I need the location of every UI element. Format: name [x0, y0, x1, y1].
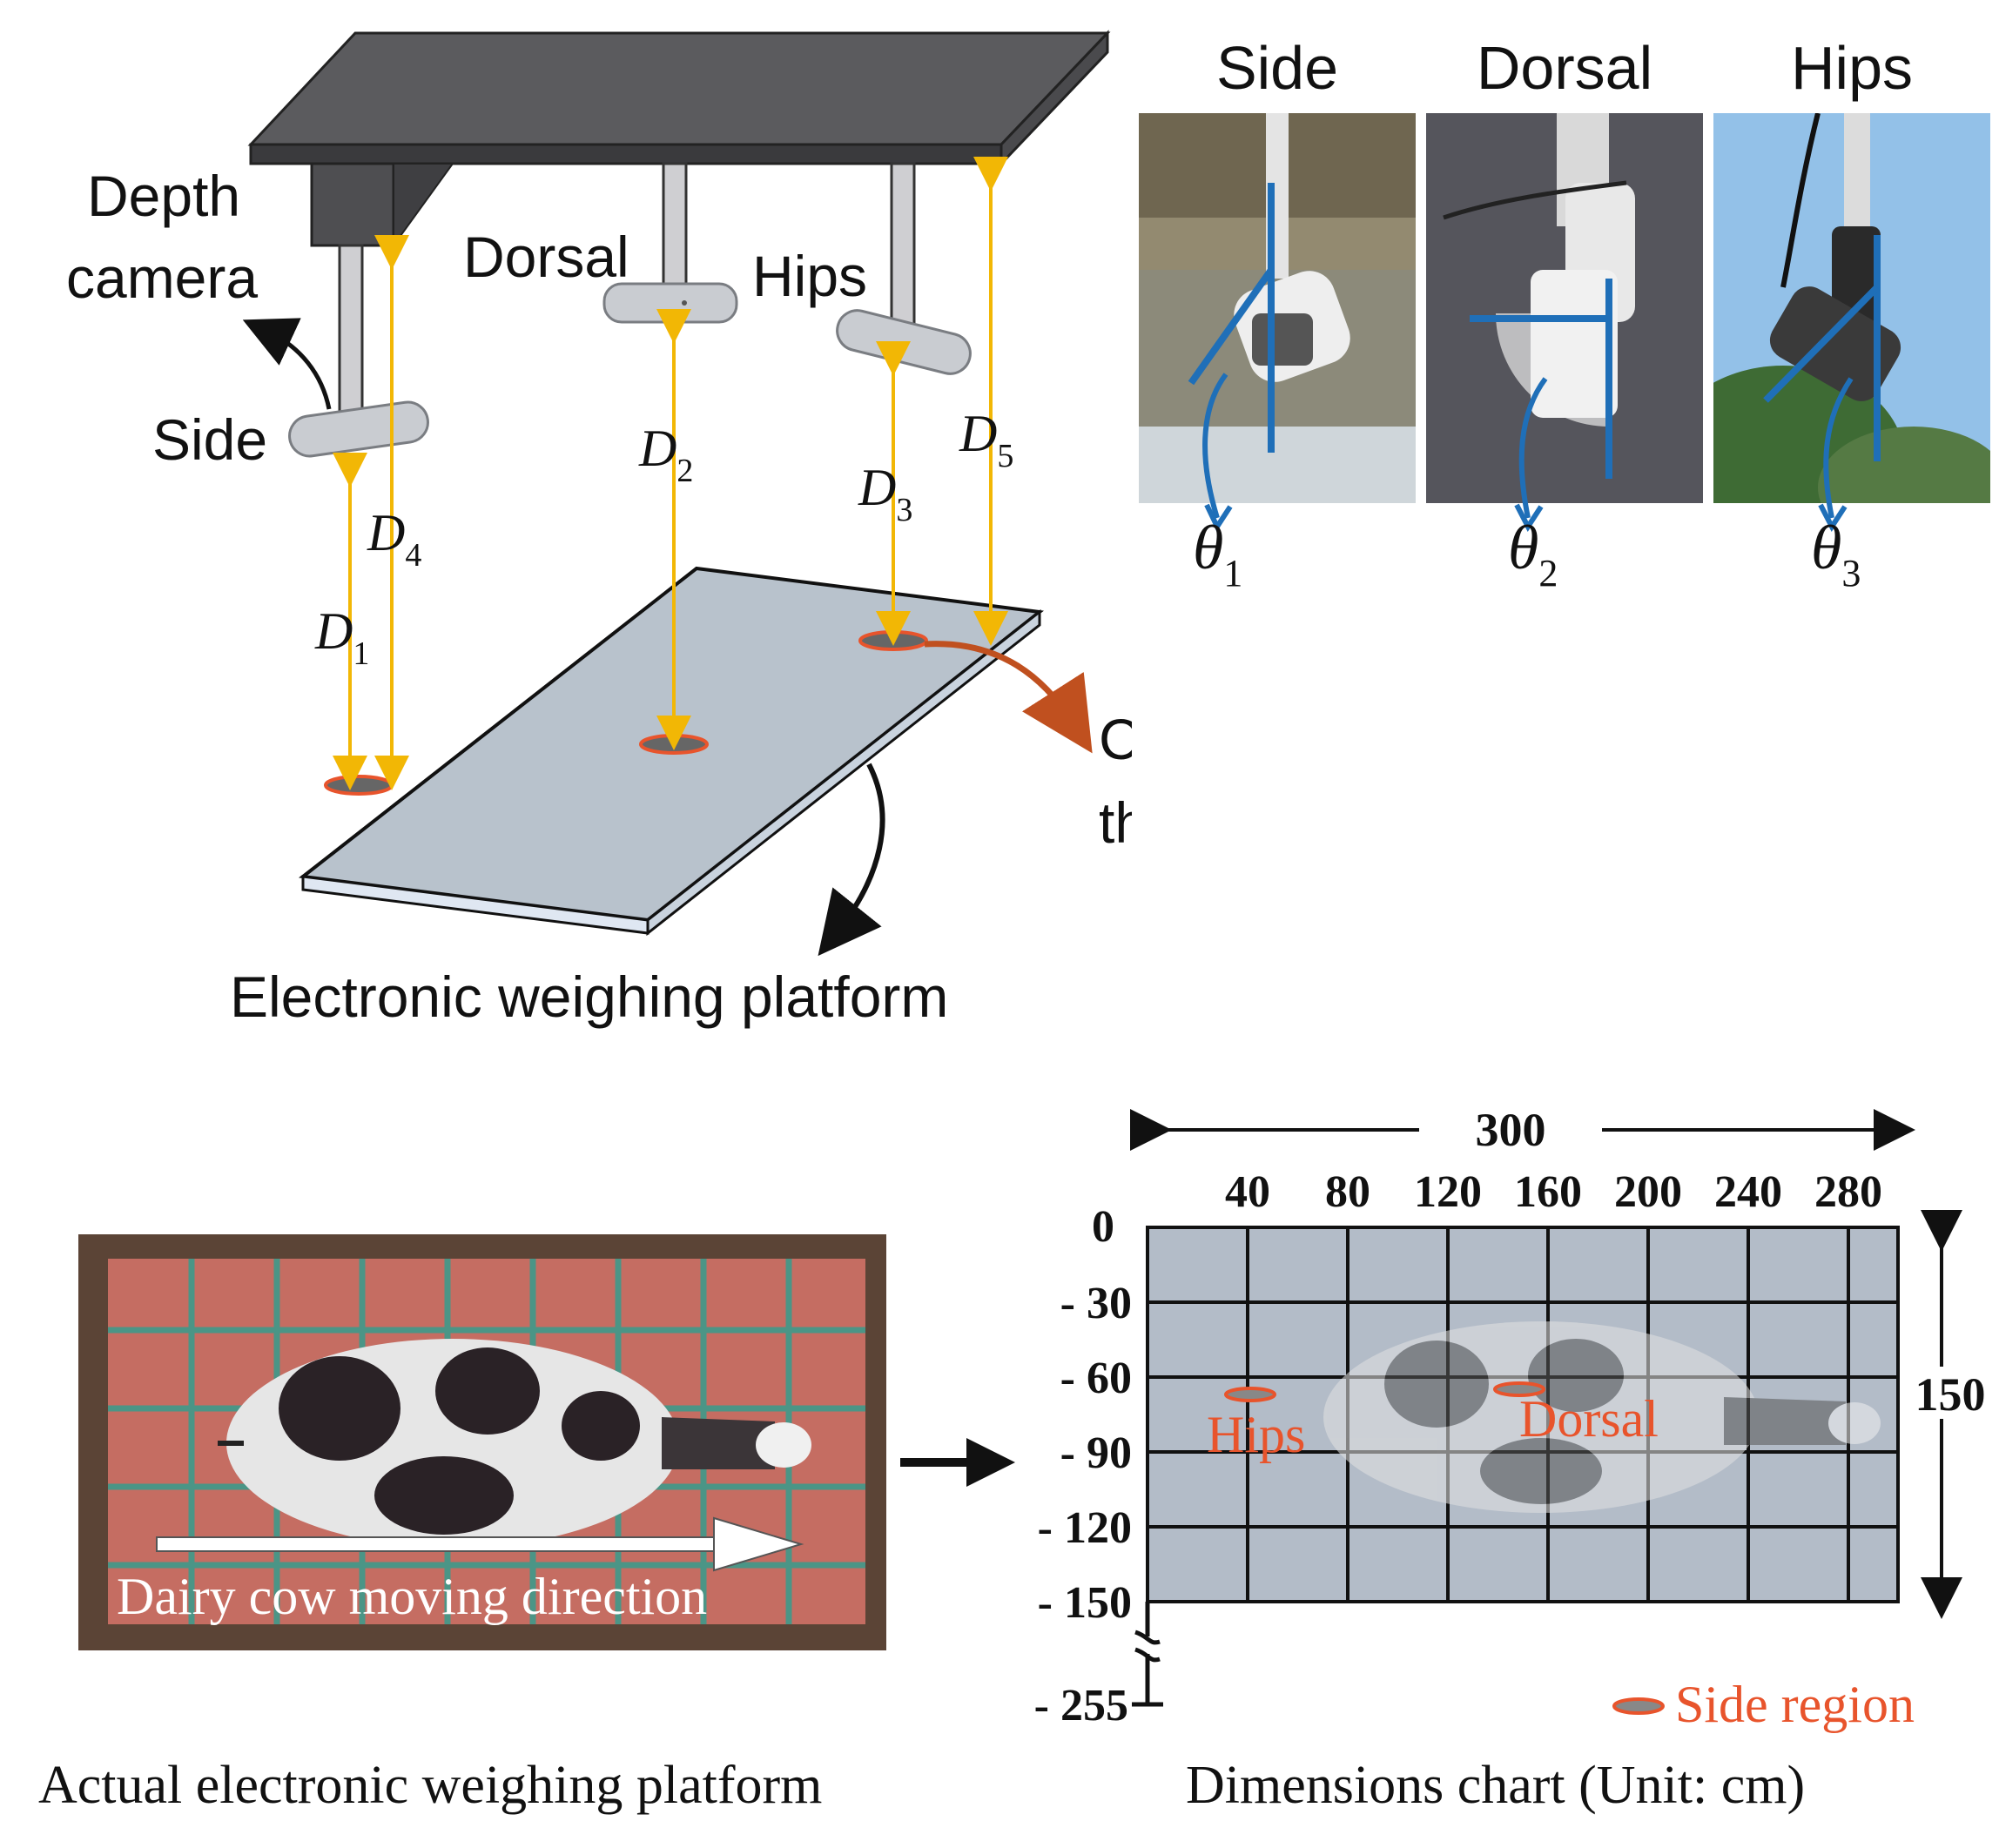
hips-region-marker — [1224, 1387, 1276, 1402]
ground-note-line-2: the ground position — [1099, 790, 1132, 855]
x-tick: 120 — [1414, 1167, 1482, 1217]
ground-note-line-1: Corresponds to — [1099, 707, 1132, 771]
x-tick: 240 — [1714, 1167, 1782, 1217]
x-tick: 80 — [1325, 1167, 1370, 1217]
side-camera-label: Side — [152, 407, 267, 472]
hips-region-label: Hips — [1207, 1406, 1305, 1463]
y-tick: - 60 — [1060, 1354, 1132, 1403]
y-tick-extra: - 255 — [1034, 1681, 1128, 1730]
camera-dorsal — [602, 282, 738, 324]
hips-camera-photo — [1713, 113, 1990, 503]
axis-break — [1132, 1602, 1163, 1707]
cow-top-view — [218, 1339, 811, 1548]
theta2-label: θ2 — [1508, 513, 1558, 595]
d3-label: D3 — [858, 459, 912, 528]
x-tick: 280 — [1814, 1167, 1882, 1217]
d4-label: D4 — [367, 504, 421, 574]
ground-note-arrow — [924, 641, 1093, 754]
x-tick: 40 — [1225, 1167, 1270, 1217]
width-label: 300 — [1476, 1104, 1546, 1156]
dorsal-camera-label: Dorsal — [463, 225, 629, 289]
platform-pointer-arrow — [818, 763, 885, 957]
dorsal-camera-photo — [1426, 113, 1703, 503]
x-tick: 200 — [1614, 1167, 1682, 1217]
theta3-label: θ3 — [1811, 513, 1861, 595]
direction-label: Dairy cow moving direction — [117, 1568, 708, 1625]
transition-arrow — [900, 1438, 1015, 1487]
photo-title-side: Side — [1215, 34, 1339, 102]
x-tick: 160 — [1514, 1167, 1582, 1217]
depth-camera-label-1: Depth — [87, 164, 240, 228]
d2-label: D2 — [638, 420, 693, 489]
theta1-arrow — [1202, 373, 1233, 533]
side-camera-photo — [1139, 113, 1416, 503]
dorsal-region-label: Dorsal — [1519, 1390, 1659, 1448]
dorsal-region-marker — [1493, 1381, 1545, 1397]
theta2-arrow — [1514, 377, 1548, 532]
y-tick: - 120 — [1038, 1503, 1132, 1553]
cow-silhouette — [1323, 1321, 1881, 1513]
photo-title-dorsal: Dorsal — [1476, 34, 1653, 102]
y-tick: - 90 — [1060, 1428, 1132, 1478]
depth-camera-label-2: camera — [66, 245, 258, 310]
distance-arrows — [333, 157, 1008, 790]
legend-swatch — [1612, 1697, 1665, 1715]
dimensions-chart-caption: Dimensions chart (Unit: cm) — [1186, 1756, 1806, 1815]
height-label: 150 — [1915, 1368, 1986, 1421]
theta3-arrow — [1818, 377, 1854, 532]
y-tick: - 30 — [1060, 1279, 1132, 1328]
distance-labels: D1 D4 D2 D3 D5 — [314, 405, 1013, 672]
platform-label: Electronic weighing platform — [230, 964, 948, 1029]
d1-label: D1 — [314, 602, 369, 672]
photo-title-hips: Hips — [1790, 34, 1914, 102]
dimensions-chart: Hips Dorsal 300 150 40 80 120 160 200 24… — [1034, 1104, 1986, 1733]
camera-poles — [338, 162, 916, 430]
platform-photo — [78, 1234, 886, 1650]
platform-photo-caption: Actual electronic weighing platform — [38, 1756, 823, 1815]
d5-label: D5 — [959, 405, 1013, 474]
camera-pointer-arrow — [242, 318, 332, 410]
legend-label: Side region — [1675, 1676, 1915, 1733]
direction-arrow — [156, 1516, 804, 1572]
setup-diagram: D1 D4 D2 D3 D5 Depth camera Dorsal Hips … — [66, 30, 1132, 1029]
hips-camera-label: Hips — [752, 244, 867, 308]
y-tick: - 150 — [1038, 1578, 1132, 1628]
y-tick: 0 — [1092, 1202, 1114, 1252]
theta1-label: θ1 — [1193, 513, 1243, 595]
mounting-frame — [247, 30, 1111, 249]
camera-side — [288, 400, 429, 458]
